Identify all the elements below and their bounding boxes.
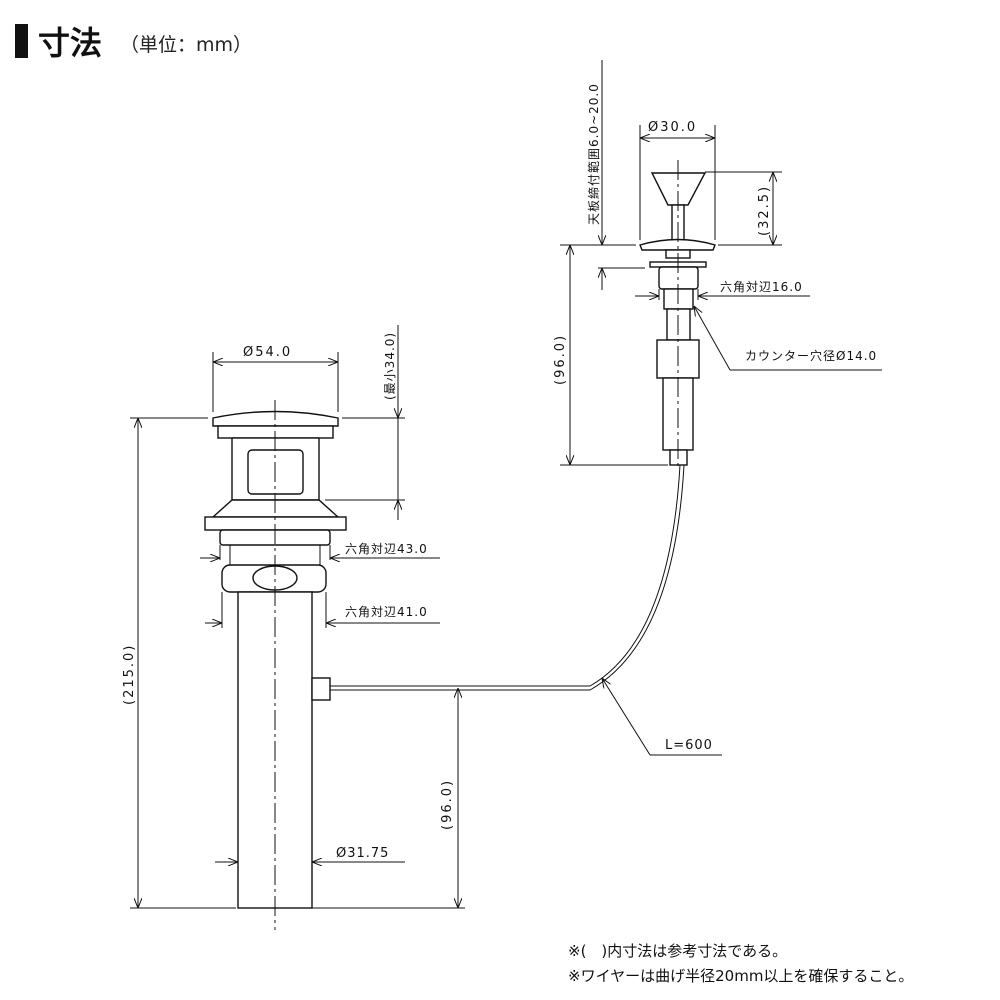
dim-counter-range: 天板締付範囲6.0~20.0 [586, 83, 601, 225]
dim-knob-height: (32.5) [757, 185, 772, 236]
dim-hex43: 六角対辺43.0 [345, 542, 428, 556]
dim-pipe-dia: Ø31.75 [336, 846, 389, 861]
dim-wire-length: L=600 [665, 738, 713, 753]
drain-assembly [204, 400, 347, 930]
note-reference-dims: ※( )内寸法は参考寸法である。 [568, 942, 788, 960]
wire [330, 464, 681, 687]
knob-assembly [639, 160, 716, 470]
note-wire-bend: ※ワイヤーは曲げ半径20mm以上を確保すること。 [568, 967, 914, 985]
dim-knob-dia: Ø30.0 [648, 120, 697, 135]
dim-lower-96: (96.0) [440, 779, 455, 830]
dim-flange-dia: Ø54.0 [243, 345, 292, 360]
dim-min-34: (最小34.0) [383, 332, 397, 400]
dim-hex41: 六角対辺41.0 [345, 605, 428, 619]
dim-overall-height: (215.0) [122, 644, 137, 705]
dimension-lines [130, 60, 882, 909]
page-title: 寸法 [38, 24, 103, 62]
dim-hex16: 六角対辺16.0 [720, 280, 803, 294]
unit-label: （単位：mm） [120, 34, 253, 56]
dim-hole-dia: カウンター穴径Ø14.0 [745, 348, 877, 363]
dim-upper-96: (96.0) [553, 334, 568, 385]
title-marker [15, 24, 28, 58]
